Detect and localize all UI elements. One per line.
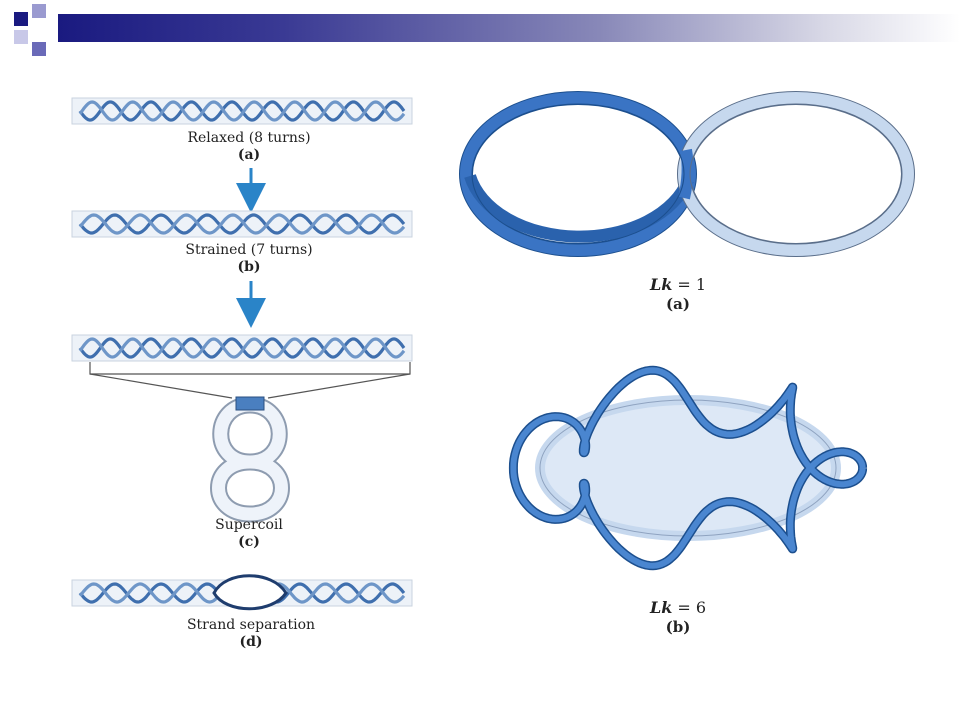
ribbon-disk-lk6 [508, 365, 868, 571]
zoom-line-left [89, 373, 233, 399]
header-square-2 [32, 4, 46, 18]
supercoil-figure-eight [210, 396, 290, 523]
supercoil-label: Supercoil [215, 517, 283, 533]
strained-letter: (b) [237, 259, 260, 275]
header-square-1 [14, 12, 28, 26]
lk1-label: Lk = 1 [649, 275, 706, 294]
strained-label: Strained (7 turns) [185, 242, 312, 258]
relaxed-helix [71, 97, 413, 125]
separation-label: Strand separation [187, 617, 315, 633]
lk6-label: Lk = 6 [649, 598, 706, 617]
lk6-letter: (b) [666, 618, 691, 636]
header-square-4 [32, 42, 46, 56]
lk1-letter: (a) [666, 295, 690, 313]
strained-helix [71, 210, 413, 238]
relaxed-letter: (a) [238, 147, 260, 163]
header-bar [58, 14, 960, 42]
slide-header [0, 0, 960, 60]
header-square-3 [14, 30, 28, 44]
supercoil-letter: (c) [238, 534, 260, 550]
supercoil-helix [71, 334, 413, 362]
relaxed-label: Relaxed (8 turns) [187, 130, 310, 146]
zoom-bracket [89, 362, 411, 375]
separation-letter: (d) [239, 634, 262, 650]
zoom-line-right [267, 373, 411, 399]
linked-rings-lk1 [459, 91, 915, 257]
separation-bubble [212, 574, 288, 611]
